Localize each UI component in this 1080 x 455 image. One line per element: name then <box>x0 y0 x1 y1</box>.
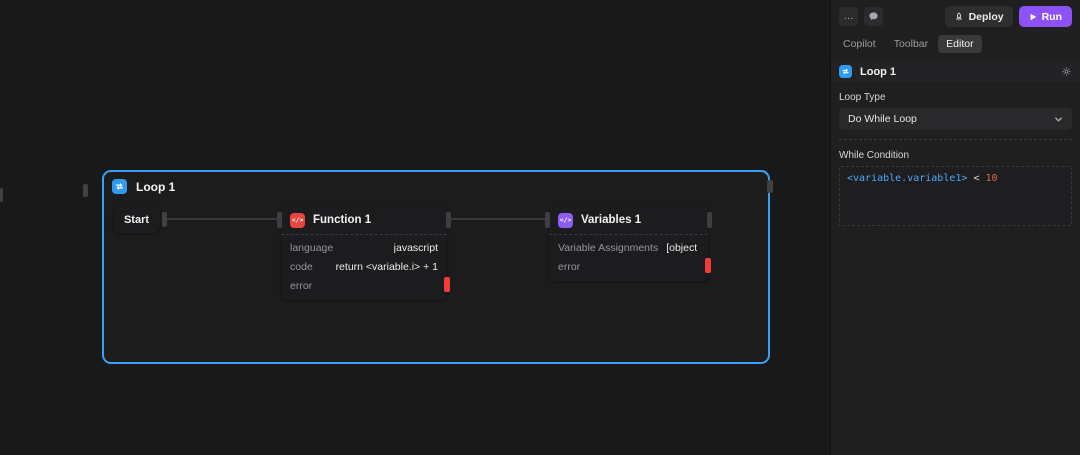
code-icon: </> <box>290 213 305 228</box>
chat-button[interactable] <box>864 7 883 26</box>
panel-topbar: … Deploy Run <box>831 0 1080 31</box>
edge-start-to-function <box>167 218 278 220</box>
prop-row-error: error <box>558 257 699 276</box>
prop-row-error: error <box>290 276 438 295</box>
chat-icon <box>868 11 879 22</box>
prop-key: language <box>290 242 333 254</box>
function-node[interactable]: </> Function 1 language javascript code … <box>281 206 447 300</box>
run-button[interactable]: Run <box>1019 6 1072 27</box>
prop-value: [object Obje… <box>666 242 699 254</box>
variables-error-port[interactable] <box>705 258 711 273</box>
chevron-down-icon <box>1054 115 1063 124</box>
variables-node-body: Variable Assignments [object Obje… error <box>549 234 708 281</box>
while-condition-editor[interactable]: <variable.variable1> < 10 <box>839 166 1072 226</box>
variables-input-port[interactable] <box>545 212 550 228</box>
edge-function-to-variables <box>451 218 545 220</box>
loop-group-header: Loop 1 <box>112 179 175 194</box>
start-node[interactable]: Start <box>113 207 160 233</box>
prop-key: Variable Assignments <box>558 242 658 254</box>
prop-row-code: code return <variable.i> + 1 <box>290 257 438 276</box>
prop-row-assignments: Variable Assignments [object Obje… <box>558 238 699 257</box>
loop-icon <box>839 65 852 78</box>
prop-key: code <box>290 261 313 273</box>
offscreen-port-handle[interactable] <box>0 188 3 202</box>
inspector-panel: … Deploy Run Copi <box>830 0 1080 455</box>
loop-output-port[interactable] <box>767 180 773 193</box>
prop-row-language: language javascript <box>290 238 438 257</box>
deploy-button-label: Deploy <box>969 11 1004 23</box>
gear-icon[interactable] <box>1061 66 1072 77</box>
while-condition-label: While Condition <box>839 150 1072 161</box>
tab-editor[interactable]: Editor <box>938 35 981 53</box>
function-node-header: </> Function 1 <box>281 206 447 234</box>
editor-section: Loop Type Do While Loop While Condition … <box>831 92 1080 226</box>
rocket-icon <box>954 12 964 22</box>
variables-node-header: </> Variables 1 <box>549 206 708 234</box>
section-divider <box>839 139 1072 140</box>
function-input-port[interactable] <box>277 212 282 228</box>
function-node-body: language javascript code return <variabl… <box>281 234 447 300</box>
tab-toolbar[interactable]: Toolbar <box>886 35 936 53</box>
code-number-token: 10 <box>986 173 998 184</box>
loop-type-label: Loop Type <box>839 92 1072 103</box>
more-button[interactable]: … <box>839 7 858 26</box>
loop-input-port[interactable] <box>83 184 88 197</box>
play-icon <box>1029 13 1037 21</box>
deploy-button[interactable]: Deploy <box>945 6 1013 27</box>
variables-node-title: Variables 1 <box>581 214 641 226</box>
loop-type-value: Do While Loop <box>848 113 917 125</box>
prop-value: javascript <box>394 242 438 254</box>
flow-canvas[interactable]: Loop 1 Start </> Function 1 language jav… <box>0 0 830 455</box>
variables-output-port[interactable] <box>707 212 712 228</box>
prop-value: return <variable.i> + 1 <box>336 261 438 273</box>
loop-group-title: Loop 1 <box>136 180 175 194</box>
run-button-label: Run <box>1042 11 1062 23</box>
panel-tabs: Copilot Toolbar Editor <box>831 31 1080 59</box>
function-error-port[interactable] <box>444 277 450 292</box>
loop-type-select[interactable]: Do While Loop <box>839 108 1072 130</box>
tab-copilot[interactable]: Copilot <box>835 35 884 53</box>
start-node-label: Start <box>124 214 149 226</box>
loop-icon <box>112 179 127 194</box>
selected-node-header[interactable]: Loop 1 <box>831 61 1080 82</box>
function-node-title: Function 1 <box>313 214 371 226</box>
function-output-port[interactable] <box>446 212 451 228</box>
ellipsis-icon: … <box>844 12 854 22</box>
prop-key: error <box>558 261 580 273</box>
code-icon: </> <box>558 213 573 228</box>
selected-node-title: Loop 1 <box>860 66 896 78</box>
prop-key: error <box>290 280 312 292</box>
variables-node[interactable]: </> Variables 1 Variable Assignments [ob… <box>549 206 708 281</box>
code-variable-token: <variable.variable1> <box>847 173 967 184</box>
